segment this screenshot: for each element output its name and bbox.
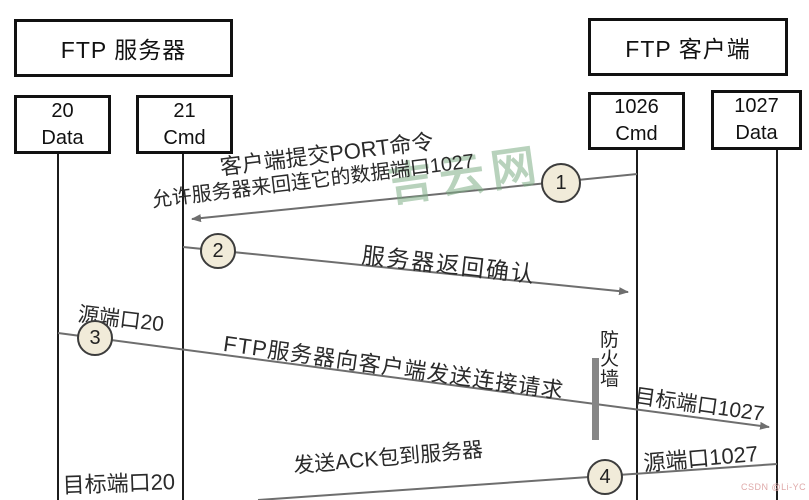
ftp-client-box: FTP 客户端 — [588, 18, 788, 76]
step-number: 1 — [555, 171, 567, 194]
server-port-21-box: 21 Cmd — [136, 95, 233, 154]
port-number: 20 — [51, 99, 74, 122]
step-circle-2: 2 — [200, 233, 236, 269]
firewall-label: 防火墙 — [600, 330, 620, 390]
arrow-step4-ack-to-server — [257, 463, 778, 500]
arrow-step3-connect-request — [57, 332, 770, 430]
step-circle-1: 1 — [541, 163, 581, 203]
step-circle-4: 4 — [587, 459, 623, 495]
port-number: 1026 — [614, 96, 659, 118]
client-port-1026-box: 1026 Cmd — [588, 92, 685, 150]
csdn-watermark: CSDN @Li-YC — [741, 482, 807, 492]
step-number: 2 — [212, 239, 224, 262]
ftp-client-title: FTP 客户端 — [625, 36, 751, 62]
step-number: 3 — [89, 326, 101, 349]
firewall-bar — [592, 358, 599, 440]
port-label: Data — [41, 126, 84, 149]
step-number: 4 — [599, 465, 611, 488]
step-circle-3: 3 — [77, 320, 113, 356]
client-port-1027-box: 1027 Data — [711, 90, 802, 150]
port-number: 21 — [173, 99, 196, 122]
port-number: 1027 — [734, 95, 779, 117]
server-port-20-box: 20 Data — [14, 95, 111, 154]
ftp-server-box: FTP 服务器 — [14, 19, 233, 77]
port-label: Data — [735, 122, 778, 144]
ftp-server-title: FTP 服务器 — [60, 37, 187, 63]
arrow-step2-server-ack — [182, 246, 629, 296]
step4-dest-port-label: 目标端口20 — [62, 469, 176, 498]
port-label: Cmd — [615, 123, 658, 145]
port-label: Cmd — [163, 126, 206, 149]
